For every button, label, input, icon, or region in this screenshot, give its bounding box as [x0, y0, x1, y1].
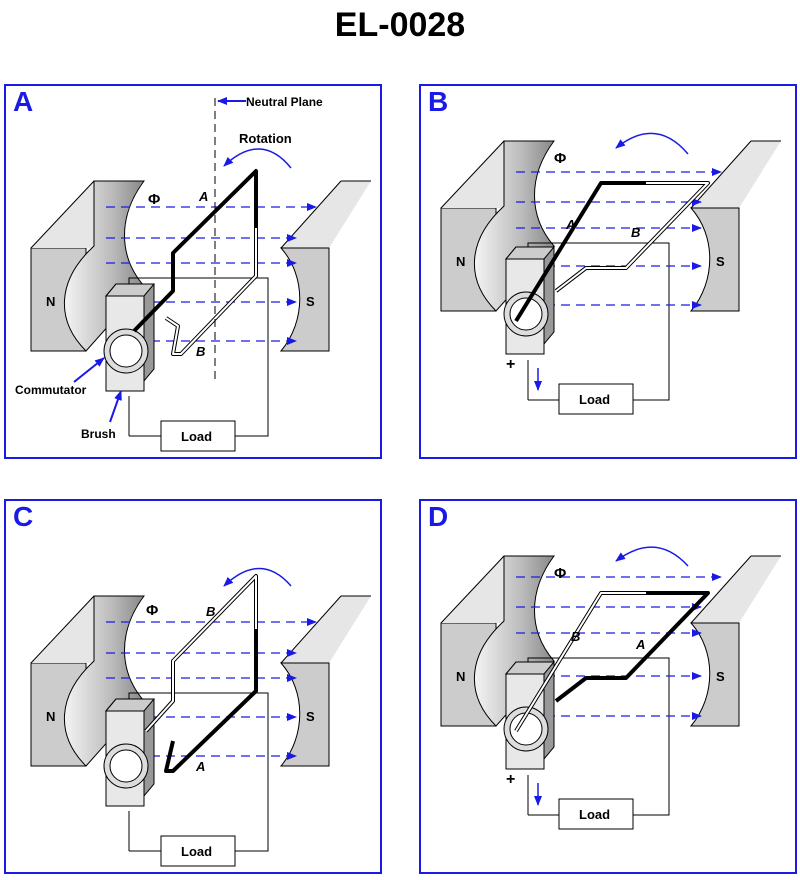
load-box: [558, 798, 634, 830]
conductor-a: [554, 591, 710, 703]
commutator-ring: [109, 749, 143, 783]
south-label: S: [306, 709, 315, 724]
edge: [440, 555, 505, 624]
south-pole-block: [689, 207, 740, 312]
brush-top: [504, 661, 556, 675]
conductor-a: [132, 169, 258, 333]
south-label: S: [716, 254, 725, 269]
conductor-a-label: A: [565, 217, 575, 232]
brush-arrow: [109, 390, 122, 423]
south-pole-top: [691, 141, 781, 208]
north-label: N: [46, 294, 55, 309]
commutator-label: Commutator: [15, 383, 87, 397]
conductor-a-label: A: [635, 637, 645, 652]
south-pole-top: [281, 181, 371, 248]
conductor-a-label: A: [198, 189, 208, 204]
edge: [690, 555, 752, 624]
load-label: Load: [181, 844, 212, 859]
south-label: S: [716, 669, 725, 684]
edge: [30, 180, 95, 249]
brush-top: [104, 283, 156, 297]
north-label: N: [46, 709, 55, 724]
rotation-label: Rotation: [239, 131, 292, 146]
load-label: Load: [579, 807, 610, 822]
south-pole-top: [281, 596, 371, 663]
edge: [30, 595, 95, 664]
flux-symbol: Φ: [146, 602, 158, 619]
conductor-a-label: A: [195, 759, 205, 774]
conductor-b: [145, 575, 257, 732]
brush-top: [104, 698, 156, 712]
flux-symbol: Φ: [554, 565, 566, 582]
edge: [440, 140, 505, 209]
south-label: S: [306, 294, 315, 309]
diagram-title: EL-0028: [334, 6, 466, 44]
brush-top: [504, 246, 556, 260]
brush-label: Brush: [81, 427, 116, 441]
generator-diagram-a: N S Load Φ A B Neutral PlaneRotationCommutator…: [15, 95, 371, 452]
load-label: Load: [181, 429, 212, 444]
panel-letter: B: [428, 86, 449, 117]
load-box: [160, 835, 236, 867]
panel-letter: D: [428, 501, 449, 532]
conductor-a: [514, 181, 646, 323]
conductor-b-label: B: [571, 629, 580, 644]
conductor-a: [164, 629, 258, 773]
conductor-b: [515, 592, 646, 732]
commutator-ring: [509, 297, 543, 331]
flux-symbol: Φ: [148, 191, 160, 208]
load-label: Load: [579, 392, 610, 407]
load-box: [160, 420, 236, 452]
positive-label: +: [506, 356, 515, 373]
conductor-b: [555, 182, 709, 292]
rotation-arrow: [615, 132, 689, 155]
conductor-b: [165, 228, 257, 355]
commutator-ring: [109, 334, 143, 368]
rotation-arrow: [223, 567, 292, 587]
conductor-b-label: B: [631, 225, 640, 240]
north-label: N: [456, 669, 465, 684]
commutator-arrow: [73, 357, 105, 383]
load-box: [558, 383, 634, 415]
panel-letter: A: [13, 86, 34, 117]
rotation-arrow: [223, 148, 292, 169]
south-pole-block: [689, 622, 740, 727]
neutral-plane-label: Neutral Plane: [246, 95, 323, 109]
conductor-b-label: B: [206, 604, 215, 619]
south-pole-top: [691, 556, 781, 623]
panel-letter: C: [13, 501, 34, 532]
conductor-b-label: B: [196, 344, 205, 359]
flux-symbol: Φ: [554, 150, 566, 167]
rotation-arrow: [615, 546, 689, 567]
positive-label: +: [506, 771, 515, 788]
north-label: N: [456, 254, 465, 269]
